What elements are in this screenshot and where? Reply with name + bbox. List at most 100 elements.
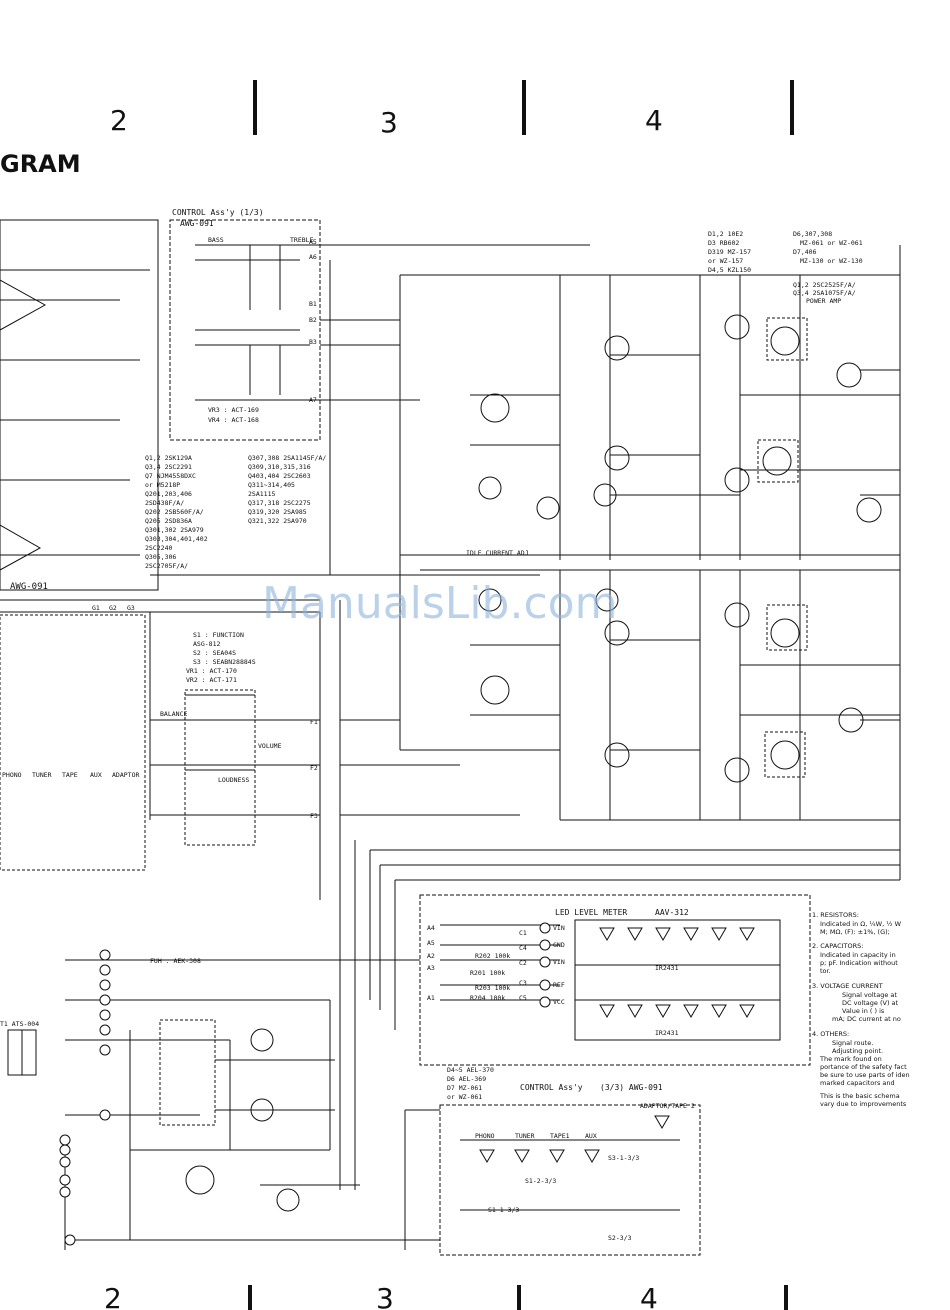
column-footer: 2 3 4 bbox=[104, 1282, 788, 1310]
led-meter-title: LED LEVEL METER bbox=[555, 908, 627, 917]
terminal-label: A4 bbox=[427, 924, 435, 932]
note-text: be sure to use parts of iden bbox=[820, 1071, 910, 1079]
parts-line: Q201,203,406 bbox=[145, 490, 192, 498]
parts-line: ASG-812 bbox=[193, 640, 220, 648]
control-assy-bottom-part: (3/3) AWG-091 bbox=[600, 1083, 663, 1092]
led-meter-ic1: IR2431 bbox=[655, 964, 679, 972]
connector-g1: G1 bbox=[92, 604, 100, 612]
parts-line: 2SD438F/A/ bbox=[145, 499, 184, 507]
switch-label: S1-2-3/3 bbox=[525, 1177, 556, 1185]
transistor-list-right: Q307,308 2SA1145F/A/ Q309,310,315,316 Q4… bbox=[248, 454, 326, 525]
parts-line: Q403,404 2SC2603 bbox=[248, 472, 311, 480]
parts-line: VR2 : ACT-171 bbox=[186, 676, 237, 684]
parts-line: 2SC2240 bbox=[145, 544, 172, 552]
led-meter-part: AAV-312 bbox=[655, 908, 689, 917]
terminal-b1: B1 bbox=[309, 300, 317, 308]
transistor-q202 bbox=[250, 1098, 274, 1122]
bass-label: BASS bbox=[208, 236, 224, 244]
connector-g3: G3 bbox=[127, 604, 135, 612]
parts-line: S2 : SEA04S bbox=[193, 649, 236, 657]
parts-line: R203 100k bbox=[475, 984, 510, 992]
parts-line: Q319,320 2SA985 bbox=[248, 508, 307, 516]
terminal-a5: A5 bbox=[309, 238, 317, 246]
note-text: This is the basic schema bbox=[819, 1092, 900, 1100]
transistor-q203 bbox=[276, 1188, 300, 1212]
switch-label: S2-3/3 bbox=[608, 1234, 632, 1242]
transistor-q3 bbox=[762, 446, 792, 476]
note-text: The mark found on bbox=[819, 1055, 882, 1063]
column-divider bbox=[784, 1285, 788, 1310]
parts-line: Q307,308 2SA1145F/A/ bbox=[248, 454, 326, 462]
parts-line: or WZ-157 bbox=[708, 257, 743, 265]
terminal-f2: F2 bbox=[310, 764, 318, 772]
terminal-circles bbox=[59, 922, 551, 1246]
note-text: vary due to improvements bbox=[820, 1100, 907, 1108]
led-meter-ic2: IR2431 bbox=[655, 1029, 679, 1037]
terminal-b2: B2 bbox=[309, 316, 317, 324]
notes-block: 1. RESISTORS: Indicated in Ω, ¼W, ½ W M;… bbox=[812, 911, 910, 1108]
terminal-label: C4 bbox=[519, 944, 527, 952]
board-terminals: A5 A6 B1 B2 B3 A7 F1 F2 F3 bbox=[309, 238, 318, 820]
terminal-label: A3 bbox=[427, 964, 435, 972]
lower-resistors: R202 100k R203 100k R201 100k R204 100k bbox=[470, 952, 510, 1002]
transistor-q310 bbox=[604, 742, 630, 768]
column-divider bbox=[248, 1285, 252, 1310]
function-leds bbox=[479, 1115, 670, 1163]
led-label-tuner: TUNER bbox=[515, 1132, 535, 1140]
column-number-2-bottom: 2 bbox=[104, 1282, 122, 1310]
input-label-tuner: TUNER bbox=[32, 771, 52, 779]
transistor-q306 bbox=[595, 588, 619, 612]
parts-line: Q311~314,405 bbox=[248, 481, 295, 489]
parts-line: Q1,2 2SK129A bbox=[145, 454, 192, 462]
led-terminals-c: C1 C4 C2 C3 C5 bbox=[519, 929, 527, 1002]
pin-label: VIN bbox=[553, 958, 565, 966]
column-divider bbox=[517, 1285, 521, 1310]
transistor-q305 bbox=[593, 483, 617, 507]
parts-line: Q309,310,315,316 bbox=[248, 463, 311, 471]
transistor-q401 bbox=[836, 362, 862, 388]
parts-line: 2SC2705F/A/ bbox=[145, 562, 188, 570]
terminal-label: A5 bbox=[427, 939, 435, 947]
parts-line: D4,5 KZL150 bbox=[708, 266, 751, 274]
transistor-q301 bbox=[480, 393, 510, 423]
led-label-aux: AUX bbox=[585, 1132, 597, 1140]
transistor-q402 bbox=[838, 707, 864, 733]
idle-current-label: IDLE CURRENT ADJ bbox=[466, 549, 529, 557]
note-text: M; MΩ, (F): ±1%, (G); bbox=[820, 928, 890, 936]
input-label-tape: TAPE bbox=[62, 771, 78, 779]
note-heading: 4. OTHERS: bbox=[812, 1030, 849, 1038]
parts-line: D319 MZ-157 bbox=[708, 248, 751, 256]
note-text: marked capacitors and bbox=[820, 1079, 895, 1087]
parts-line: R201 100k bbox=[470, 969, 505, 977]
column-divider bbox=[790, 80, 794, 135]
column-divider bbox=[522, 80, 526, 135]
parts-line: Q202 2SB560F/A/ bbox=[145, 508, 204, 516]
switch-list: S1 : FUNCTION ASG-812 S2 : SEA04S S3 : S… bbox=[186, 631, 256, 684]
control-assy-part: AWG-091 bbox=[180, 219, 214, 228]
transistor-q1 bbox=[770, 326, 800, 356]
parts-line: 2SA1115 bbox=[248, 490, 275, 498]
note-text: tor. bbox=[820, 967, 831, 975]
terminal-label: A1 bbox=[427, 994, 435, 1002]
input-label-phono: PHONO bbox=[2, 771, 22, 779]
control-assy-bottom-label: CONTROL Ass'y bbox=[520, 1083, 583, 1092]
parts-line: R202 100k bbox=[475, 952, 510, 960]
input-labels: PHONO TUNER TAPE AUX ADAPTOR bbox=[2, 771, 139, 779]
control-assy-label: CONTROL Ass'y (1/3) bbox=[172, 208, 264, 217]
led-label-phono: PHONO bbox=[475, 1132, 495, 1140]
terminal-f1: F1 bbox=[310, 718, 318, 726]
led-array bbox=[599, 927, 755, 1018]
parts-line: D7 MZ-061 bbox=[447, 1084, 482, 1092]
parts-line: D1,2 10E2 bbox=[708, 230, 743, 238]
fuse-note: FUH : AEK-308 bbox=[150, 957, 201, 965]
parts-line: D4~5 AEL-370 bbox=[447, 1066, 494, 1074]
diode-list-top: D1,2 10E2 D3 RB602 D319 MZ-157 or WZ-157… bbox=[708, 230, 863, 274]
page-title: GRAM bbox=[0, 150, 81, 178]
vr4-label: VR4 : ACT-168 bbox=[208, 416, 259, 424]
transistor-q205 bbox=[185, 1165, 215, 1195]
transistor-q314 bbox=[604, 620, 630, 646]
transistor-q318 bbox=[724, 757, 750, 783]
led-meter-pins: VIN GND VIN REF VCC bbox=[553, 924, 565, 1006]
transistor-q201 bbox=[250, 1028, 274, 1052]
note-text: mA; DC current at no bbox=[832, 1015, 901, 1023]
